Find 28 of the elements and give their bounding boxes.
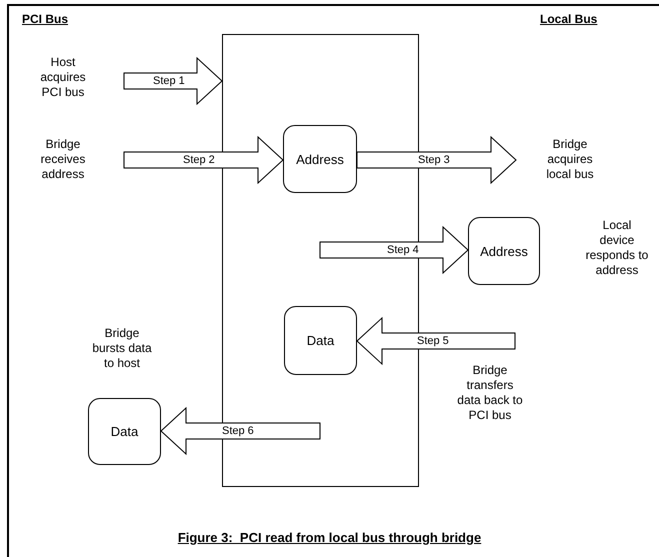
step-description: Bridge receives address (40, 137, 86, 182)
section-heading: PCI Bus (22, 12, 70, 27)
rounded-box (88, 398, 161, 465)
rounded-box (284, 306, 357, 375)
node-label: Data (306, 333, 334, 348)
step-description: Bridge acquires local bus (545, 137, 595, 182)
block-arrow (160, 406, 320, 456)
rounded-box (283, 125, 357, 193)
block-arrow (356, 136, 516, 184)
edge-label: Step 1 (152, 75, 186, 87)
edge-label: Step 5 (416, 335, 450, 347)
step-description: Local device responds to address (584, 218, 650, 278)
edge-label: Step 3 (417, 154, 451, 166)
block-arrow (124, 136, 284, 184)
bridge-box (222, 34, 419, 487)
node-label: Data (110, 424, 138, 439)
step-description: Host acquires PCI bus (39, 55, 87, 100)
step-description: Bridge bursts data to host (91, 326, 153, 371)
edge-label: Step 6 (221, 425, 255, 437)
figure-caption: Figure 3: PCI read from local bus through bridge (176, 530, 482, 545)
edge-label: Step 4 (386, 244, 420, 256)
node-label: Address (296, 152, 344, 166)
step-description: Bridge transfers data back to PCI bus (457, 363, 523, 423)
edge-label: Step 2 (182, 154, 216, 166)
section-heading: Local Bus (540, 12, 598, 27)
block-arrow (356, 316, 516, 366)
rounded-box (468, 217, 540, 285)
node-label: Address (480, 244, 528, 258)
